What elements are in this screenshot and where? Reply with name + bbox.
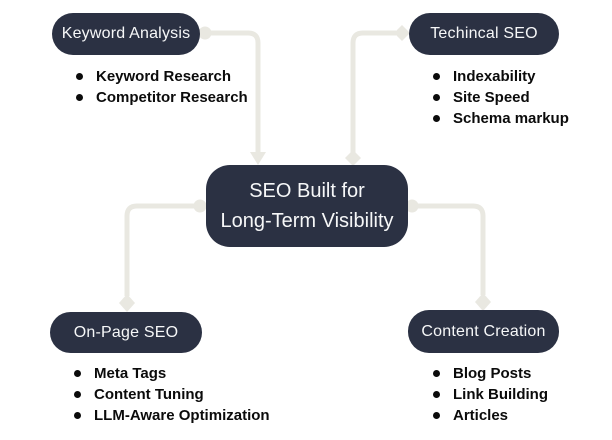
endpoint-diamond-technical <box>394 25 410 41</box>
list-item: Keyword Research <box>74 66 248 87</box>
list-item: Blog Posts <box>431 363 548 384</box>
endpoint-arrow-center-top-left <box>250 152 266 165</box>
list-item: Link Building <box>431 384 548 405</box>
list-item: Schema markup <box>431 108 569 129</box>
connector-center-to-content <box>411 203 486 295</box>
endpoint-diamond-center-top-right <box>345 150 361 166</box>
list-item: Meta Tags <box>72 363 270 384</box>
list-item: LLM-Aware Optimization <box>72 405 270 426</box>
node-keyword-analysis[interactable]: Keyword Analysis <box>52 13 200 55</box>
center-node-title-line2: Long-Term Visibility <box>220 210 394 232</box>
list-item: Content Tuning <box>72 384 270 405</box>
content-creation-list: Blog Posts Link Building Articles <box>431 363 548 426</box>
on-page-seo-list: Meta Tags Content Tuning LLM-Aware Optim… <box>72 363 270 426</box>
endpoint-circle-center-right <box>405 199 419 213</box>
list-item: Indexability <box>431 66 569 87</box>
center-node[interactable]: SEO Built for Long-Term Visibility <box>206 165 408 247</box>
connector-center-to-technical <box>350 30 396 154</box>
node-on-page-seo-label: On-Page SEO <box>73 323 179 341</box>
endpoint-circle-center-left <box>193 199 207 213</box>
endpoint-diamond-content <box>475 293 491 311</box>
node-keyword-analysis-label: Keyword Analysis <box>61 25 191 42</box>
node-technical-seo-label: Techincal SEO <box>430 25 538 42</box>
endpoint-diamond-onpage <box>119 294 135 312</box>
connector-center-to-onpage <box>124 203 200 296</box>
list-item: Site Speed <box>431 87 569 108</box>
node-on-page-seo[interactable]: On-Page SEO <box>50 312 202 353</box>
endpoint-circle-keyword <box>198 26 212 40</box>
list-item: Articles <box>431 405 548 426</box>
list-item: Competitor Research <box>74 87 248 108</box>
connector-keyword-to-center <box>205 30 261 154</box>
node-content-creation[interactable]: Content Creation <box>408 310 559 353</box>
keyword-analysis-list: Keyword Research Competitor Research <box>74 66 248 108</box>
center-node-title-line1: SEO Built for <box>249 180 365 202</box>
node-technical-seo[interactable]: Techincal SEO <box>409 13 559 55</box>
node-content-creation-label: Content Creation <box>421 322 546 340</box>
technical-seo-list: Indexability Site Speed Schema markup <box>431 66 569 129</box>
